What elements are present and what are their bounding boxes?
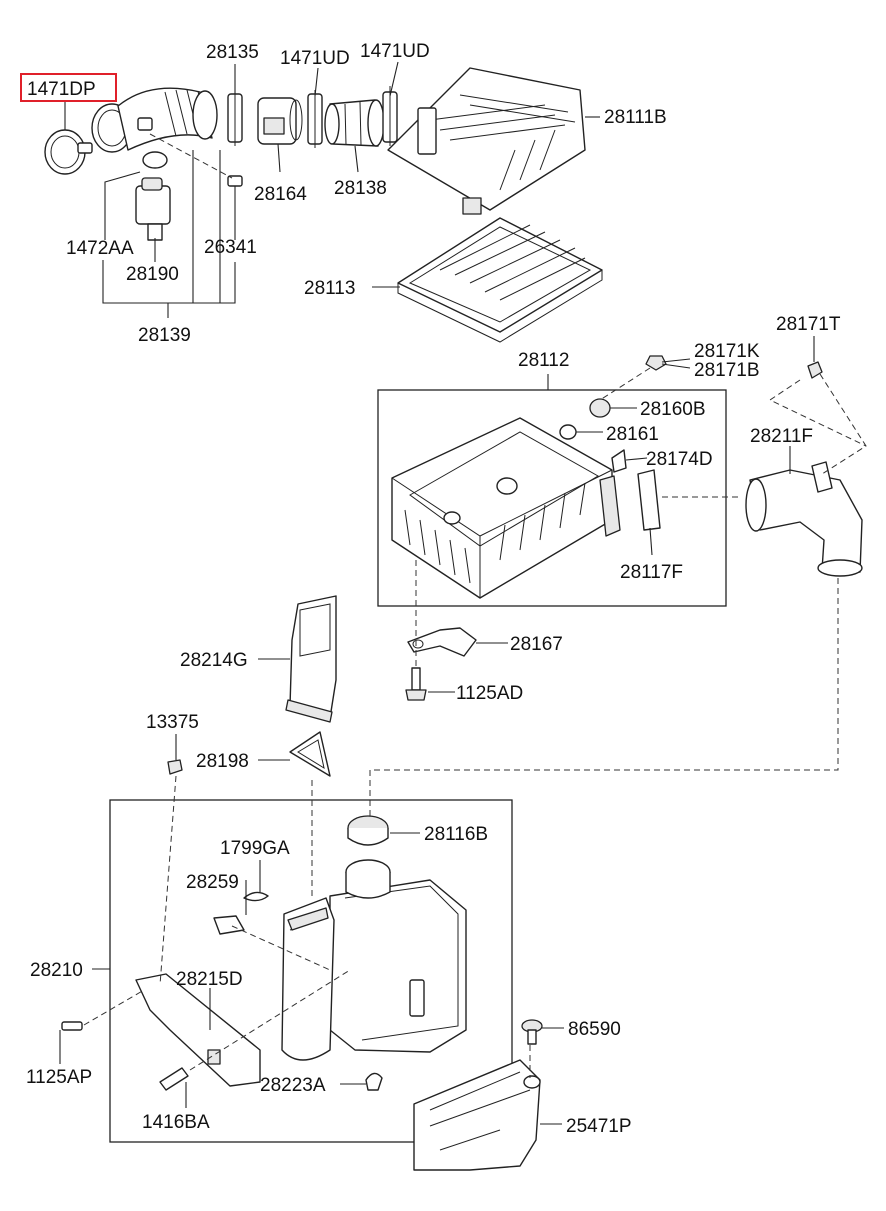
resonator-body[interactable] [281, 859, 467, 1061]
bolt-28171K[interactable] [599, 355, 667, 401]
label-28210[interactable]: 28210 [30, 960, 83, 981]
label-1471DP[interactable]: 1471DP [27, 79, 96, 100]
label-1125AD[interactable]: 1125AD [456, 683, 523, 704]
label-28135[interactable]: 28135 [206, 42, 259, 63]
seal-28198[interactable] [289, 731, 331, 777]
bolt-1125AP[interactable] [61, 989, 145, 1031]
label-26341[interactable]: 26341 [204, 237, 257, 258]
air-cleaner-cover-28111B[interactable] [387, 67, 586, 215]
label-86590[interactable]: 86590 [568, 1019, 621, 1040]
sensor-28190[interactable] [135, 177, 171, 241]
label-1471UD-a[interactable]: 1471UD [280, 48, 350, 69]
leader-lines-middle [369, 336, 867, 818]
label-28223A[interactable]: 28223A [260, 1075, 326, 1096]
hose-clamp-1471DP[interactable] [44, 129, 93, 175]
label-28171T[interactable]: 28171T [776, 314, 841, 335]
label-28111B[interactable]: 28111B [604, 107, 667, 128]
grommet-28160B[interactable] [589, 398, 611, 418]
label-28117F[interactable]: 28117F [620, 562, 683, 583]
leader-lines-bottom [59, 658, 564, 1125]
label-28167[interactable]: 28167 [510, 634, 563, 655]
label-28139[interactable]: 28139 [138, 325, 191, 346]
label-28171B[interactable]: 28171B [694, 360, 760, 381]
assembly-box-28112 [377, 389, 727, 607]
bracket-28215D[interactable] [135, 973, 261, 1087]
label-1471UD-b[interactable]: 1471UD [360, 41, 430, 62]
clamp-1471UD-a[interactable] [307, 90, 323, 148]
label-28138[interactable]: 28138 [334, 178, 387, 199]
label-28164[interactable]: 28164 [254, 184, 307, 205]
label-28198[interactable]: 28198 [196, 751, 249, 772]
label-1799GA[interactable]: 1799GA [220, 838, 290, 859]
air-cleaner-body-28112[interactable] [391, 417, 613, 599]
clip-1416BA[interactable] [159, 1067, 189, 1091]
ring-1472AA[interactable] [142, 151, 168, 169]
clip-1799GA[interactable] [243, 891, 269, 902]
air-filter-28113[interactable] [397, 217, 603, 343]
nut-13375[interactable] [167, 759, 183, 775]
plug-86590[interactable] [521, 1019, 543, 1045]
wingnut-28223A[interactable] [365, 1072, 383, 1091]
shield-25471P[interactable] [413, 1059, 541, 1171]
bracket-28259[interactable] [213, 915, 245, 935]
bracket-28167[interactable] [407, 627, 477, 657]
cap-28116B[interactable] [347, 815, 389, 846]
clamp-28135[interactable] [227, 90, 243, 146]
assembly-box-28210 [109, 799, 513, 1143]
gasket-28117F[interactable] [599, 469, 661, 537]
label-28174D[interactable]: 28174D [646, 449, 713, 470]
label-28214G[interactable]: 28214G [180, 650, 248, 671]
label-28112[interactable]: 28112 [518, 350, 569, 371]
sensor-28164[interactable] [257, 97, 303, 145]
label-28113[interactable]: 28113 [304, 278, 355, 299]
grommet-28161[interactable] [559, 424, 577, 440]
label-28259[interactable]: 28259 [186, 872, 239, 893]
clip-28174D[interactable] [611, 449, 627, 473]
bolt-1125AD[interactable] [405, 667, 427, 701]
bolt-28171T[interactable] [807, 361, 823, 379]
label-1472AA[interactable]: 1472AA [66, 238, 134, 259]
label-28190[interactable]: 28190 [126, 264, 179, 285]
leader-lines-top [64, 61, 600, 318]
duct-28211F[interactable] [745, 461, 863, 577]
label-1125AP[interactable]: 1125AP [26, 1067, 92, 1088]
label-1416BA[interactable]: 1416BA [142, 1112, 210, 1133]
air-intake-hose[interactable] [91, 87, 218, 153]
duct-28214G[interactable] [285, 595, 337, 723]
label-28160B[interactable]: 28160B [640, 399, 706, 420]
label-28161[interactable]: 28161 [606, 424, 659, 445]
label-25471P[interactable]: 25471P [566, 1116, 632, 1137]
bolt-26341[interactable] [149, 133, 243, 187]
label-28116B[interactable]: 28116B [424, 824, 488, 845]
label-28215D[interactable]: 28215D [176, 969, 243, 990]
label-13375[interactable]: 13375 [146, 712, 199, 733]
highlight-box-1471DP [20, 73, 117, 102]
label-28211F[interactable]: 28211F [750, 426, 813, 447]
hose-28138[interactable] [324, 99, 385, 147]
label-28171K[interactable]: 28171K [694, 341, 760, 362]
